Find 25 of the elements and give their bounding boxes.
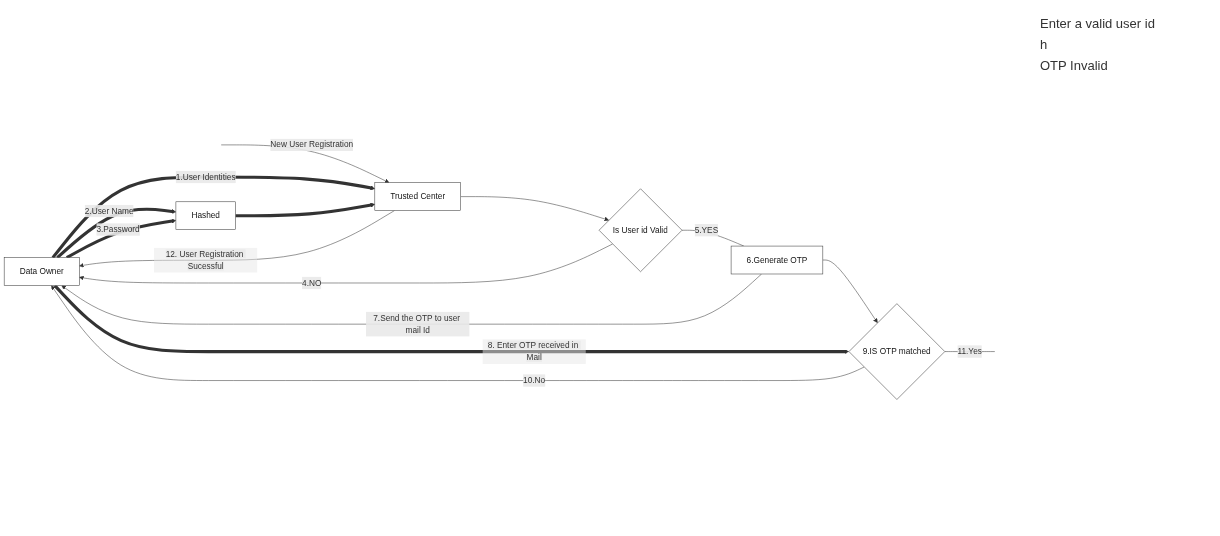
arrow	[51, 175, 375, 259]
edge-label: 10.No	[523, 375, 546, 385]
edge-label: 7.Send the OTP to user mail Id	[373, 312, 461, 335]
node-box: Hashed	[175, 201, 236, 230]
edge-label: New User Registration	[270, 139, 354, 149]
node-diamond: 9.IS OTP matched	[848, 303, 946, 400]
note-text: OTP Invalid	[1040, 58, 1109, 73]
note-text: Enter a valid user id	[1040, 16, 1156, 31]
edge-label: 8. Enter OTP received in Mail	[487, 340, 579, 362]
edge-label: 12. User Registration Sucessful	[165, 249, 244, 271]
edge-label: 5.YES	[694, 225, 719, 235]
arrow	[56, 207, 177, 259]
node-box: Data Owner	[3, 257, 80, 286]
edge-label: 3.Password	[96, 224, 140, 234]
note-text: h	[1040, 37, 1049, 52]
arrow	[235, 202, 375, 217]
edge-label: 2.User Name	[84, 206, 134, 215]
edge-label: 11.Yes	[957, 346, 982, 356]
edge-label: 1.User Identities	[175, 171, 236, 181]
arrow	[53, 284, 849, 354]
node-box: Trusted Center	[374, 182, 461, 211]
node-box: 6.Generate OTP	[730, 245, 824, 274]
arrow	[65, 218, 177, 259]
node-diamond: Is User id Valid	[598, 188, 683, 272]
edge-label: 4.NO	[302, 278, 322, 287]
